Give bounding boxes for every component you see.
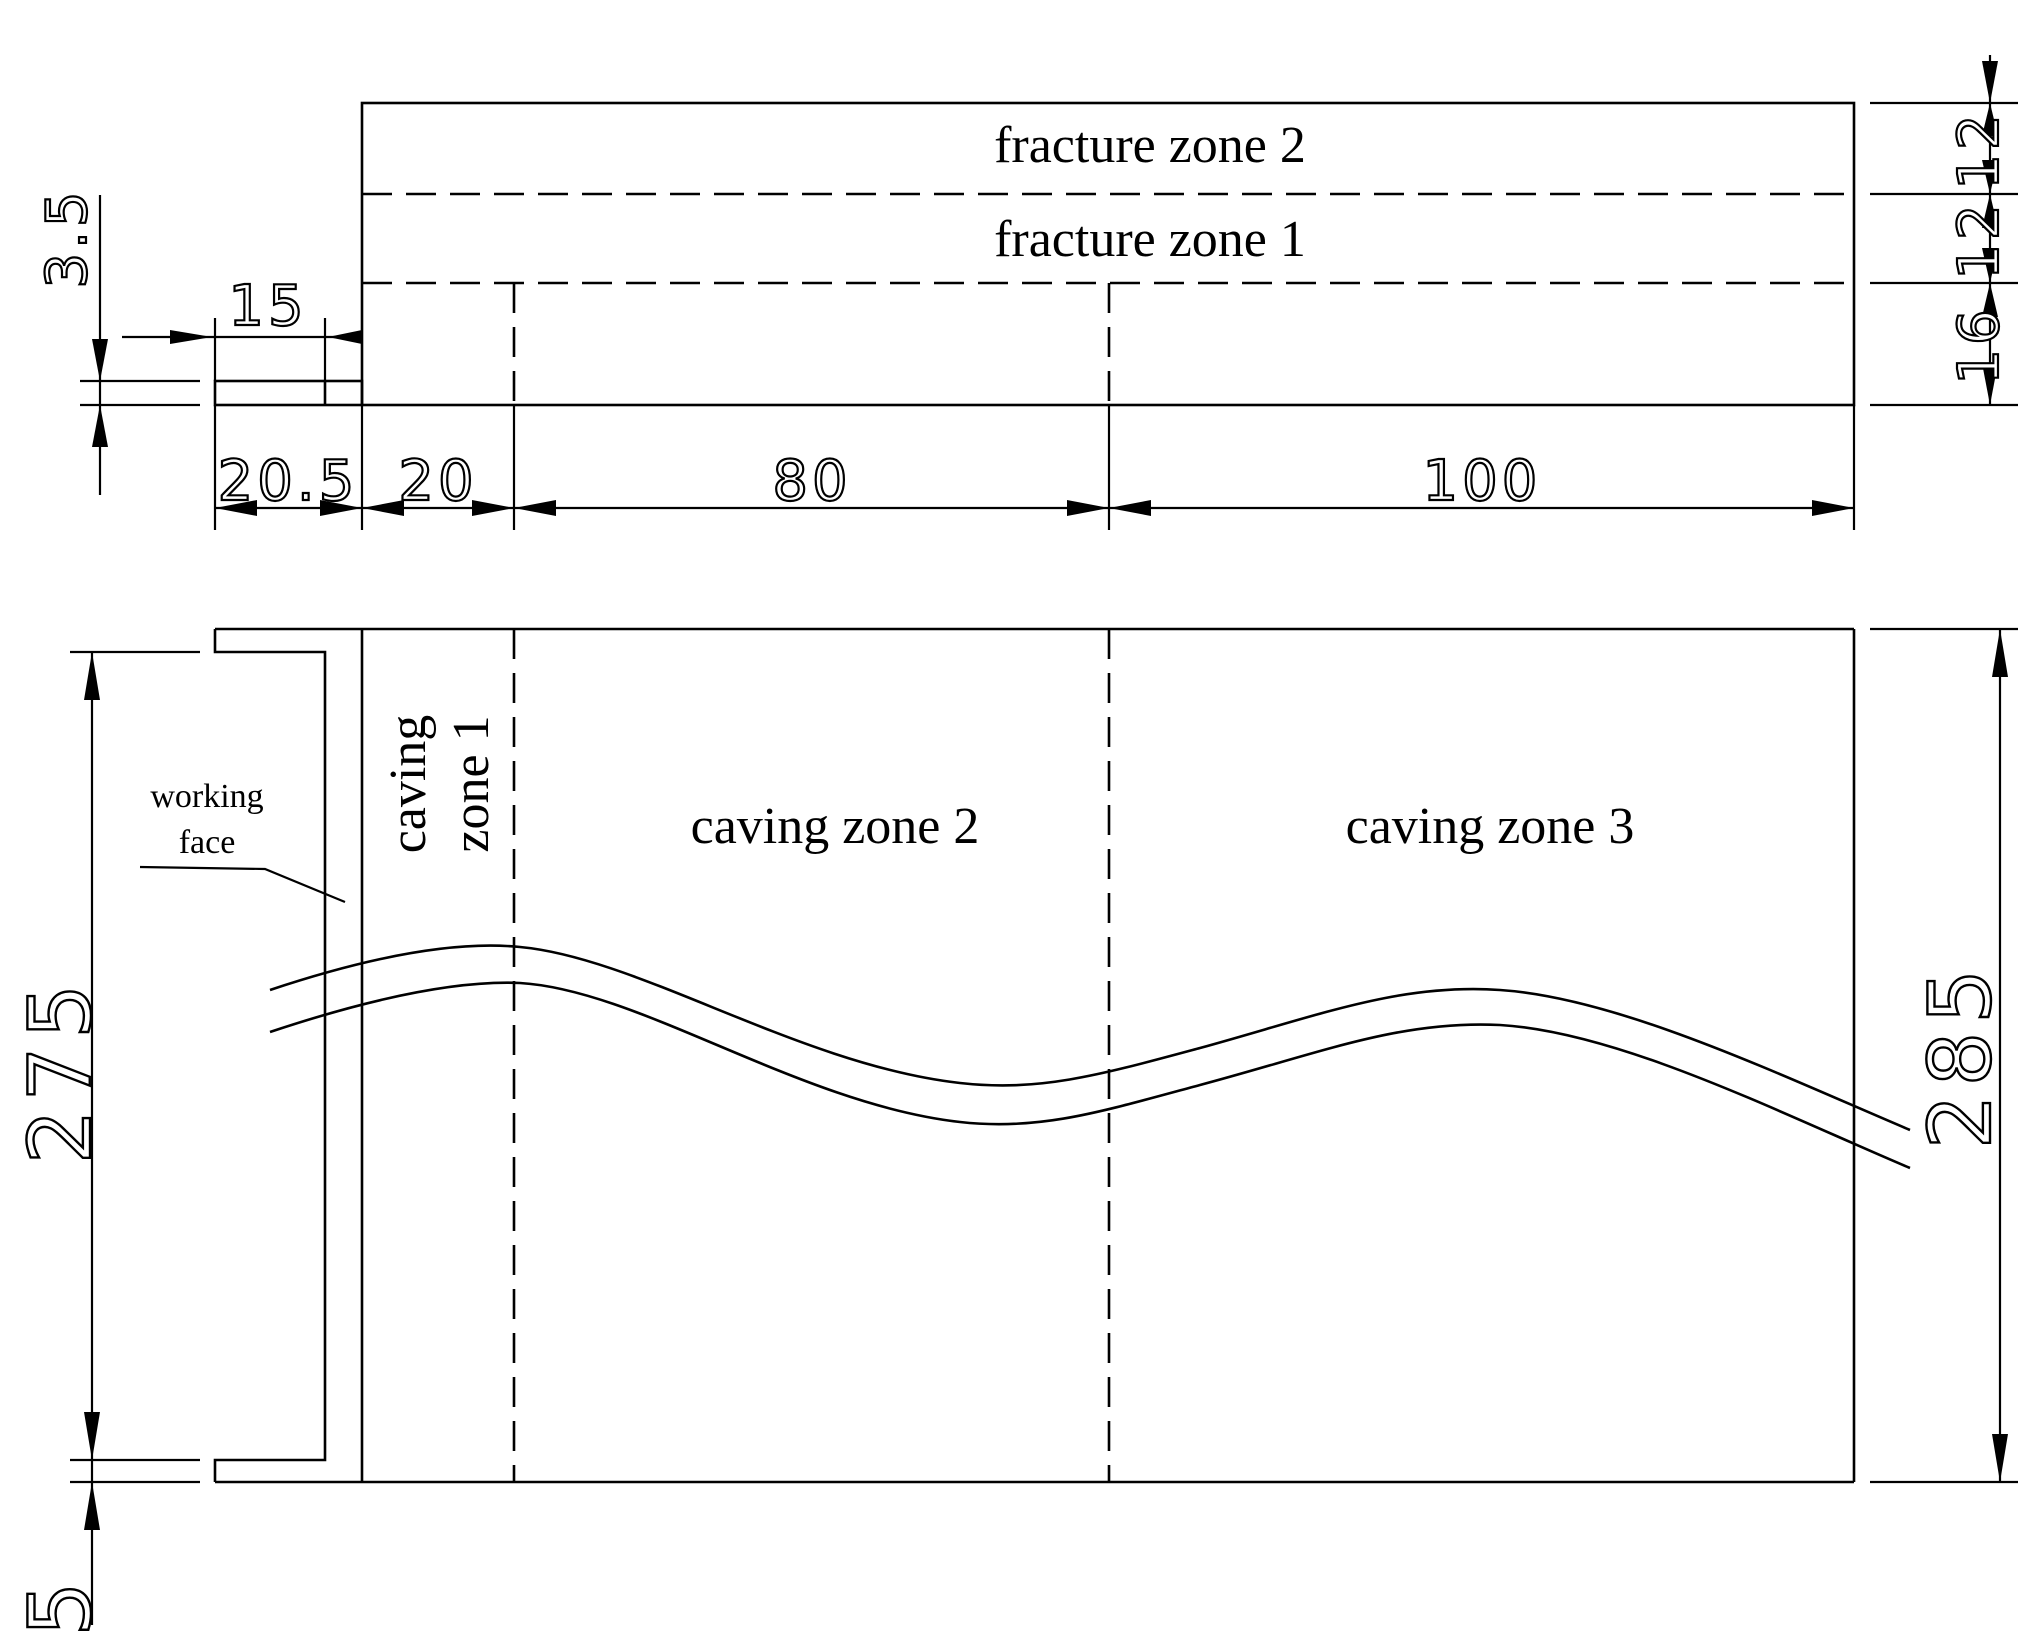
arrow-left <box>472 500 514 516</box>
arrow-right <box>514 500 556 516</box>
dim-label-20-5: 20.5 <box>218 449 359 514</box>
plan-view: working face caving zone 1 caving zone 2… <box>139 627 1911 1484</box>
step-block <box>213 379 364 407</box>
caving-zone-3-label: caving zone 3 <box>1346 798 1635 855</box>
caving-zone-1-label-line1: caving <box>380 715 437 854</box>
arrow-down <box>1982 363 1998 405</box>
dim-3-5: 3.5 <box>34 186 108 495</box>
dim-15: 15 <box>122 273 362 381</box>
arrow-down <box>1992 1434 2008 1482</box>
arrow-left <box>320 500 362 516</box>
caving-zone-2-label: caving zone 2 <box>691 798 980 855</box>
dim-label-20: 20 <box>398 449 477 514</box>
section-view: fracture zone 2 fracture zone 1 <box>80 101 1856 407</box>
arrow-right <box>170 330 212 344</box>
dim-label-100: 100 <box>1423 449 1542 514</box>
arrow-up <box>1992 629 2008 677</box>
arrow-up <box>84 652 100 700</box>
dim-label-3-5: 3.5 <box>35 187 100 288</box>
arrow-right <box>215 500 257 516</box>
dim-label-12-mid: 12 <box>1947 200 2012 279</box>
dim-chain-bottom: 20.5 20 80 100 <box>213 405 1856 530</box>
fracture-zone-2-label: fracture zone 2 <box>994 117 1306 174</box>
dim-label-16: 16 <box>1947 305 2012 384</box>
arrow-down <box>1982 248 1998 283</box>
arrow-down <box>1982 160 1998 194</box>
working-face-bracket <box>213 629 327 1482</box>
arrow-left <box>1812 500 1854 516</box>
dim-label-5: 5 <box>11 1574 111 1637</box>
arrow-down <box>1982 61 1998 103</box>
dim-label-15: 15 <box>228 274 307 339</box>
arrow-up <box>1982 103 1998 136</box>
fracture-zone-1-label: fracture zone 1 <box>994 211 1306 268</box>
arrow-up <box>84 1482 100 1530</box>
arrow-right <box>1109 500 1151 516</box>
dim-285: 285 <box>1870 627 2018 1484</box>
dim-label-12-top: 12 <box>1947 110 2012 189</box>
arrow-down <box>84 1412 100 1460</box>
dim-label-285: 285 <box>1911 961 2011 1149</box>
arrow-right <box>362 500 404 516</box>
seam-lower-curve <box>269 981 1911 1170</box>
working-face-label-line1: working <box>150 778 263 815</box>
dim-275: 275 5 <box>10 650 200 1638</box>
arrow-up <box>1982 194 1998 228</box>
arrow-up <box>1982 283 1998 317</box>
arrow-up <box>92 405 108 447</box>
dim-label-275: 275 <box>11 976 111 1164</box>
caving-zone-1-label-line2: zone 1 <box>443 715 500 852</box>
arrow-left <box>328 330 362 344</box>
working-face-leader <box>139 865 346 904</box>
working-face-label-line2: face <box>179 824 236 861</box>
dim-label-80: 80 <box>772 449 851 514</box>
arrow-down <box>92 339 108 381</box>
arrow-left <box>1067 500 1109 516</box>
seam-upper-curve <box>269 944 1911 1132</box>
dim-chain-right-top: 12 12 16 <box>1870 55 2018 407</box>
